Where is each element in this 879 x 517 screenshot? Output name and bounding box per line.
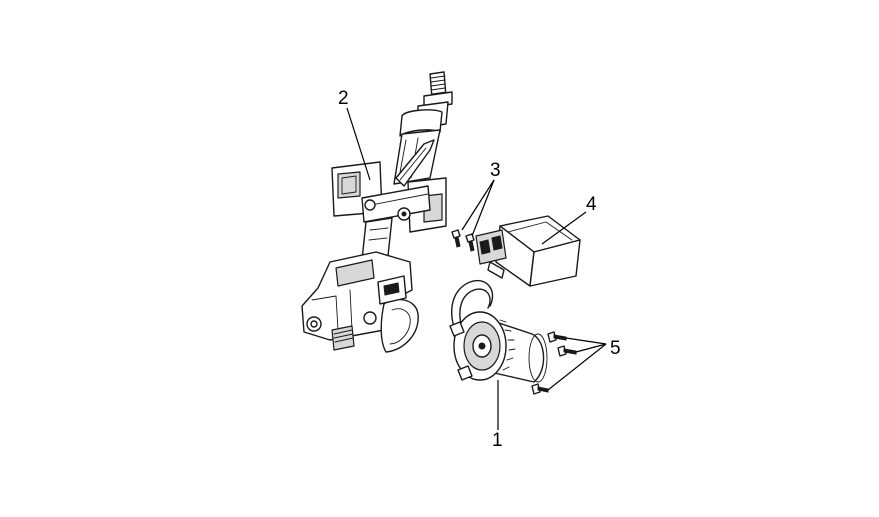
column-clamp — [361, 185, 431, 223]
screw-5a — [547, 331, 567, 343]
callout-5: 5 — [610, 338, 621, 359]
callout-labels: 1 2 3 4 5 — [338, 88, 621, 451]
leader-2 — [346, 107, 371, 181]
motor-flange — [380, 298, 419, 353]
leader-5c — [547, 343, 607, 391]
leader-3b — [471, 179, 495, 237]
module-side — [529, 239, 581, 287]
callout-3: 3 — [490, 160, 501, 181]
bolt-3b — [465, 233, 475, 252]
callout-4: 4 — [586, 194, 597, 215]
motor-wire — [451, 279, 494, 341]
leader-4 — [541, 211, 587, 245]
screws-part-5 — [531, 331, 577, 395]
control-module — [475, 215, 581, 287]
steering-column — [301, 71, 453, 353]
leader-5a — [565, 337, 607, 345]
electric-motor — [449, 279, 548, 383]
leader-lines — [346, 107, 607, 430]
module-tab — [487, 261, 505, 279]
screw-5b — [557, 345, 577, 357]
bolt-3a — [451, 229, 461, 248]
screw-5c — [531, 383, 549, 395]
callout-2: 2 — [338, 88, 349, 109]
gearbox-spline — [331, 325, 355, 351]
tilt-lever — [395, 139, 435, 187]
leader-3a — [461, 179, 495, 231]
callout-1: 1 — [492, 430, 503, 451]
bolts-part-3 — [451, 229, 475, 252]
leader-5b — [575, 343, 607, 353]
